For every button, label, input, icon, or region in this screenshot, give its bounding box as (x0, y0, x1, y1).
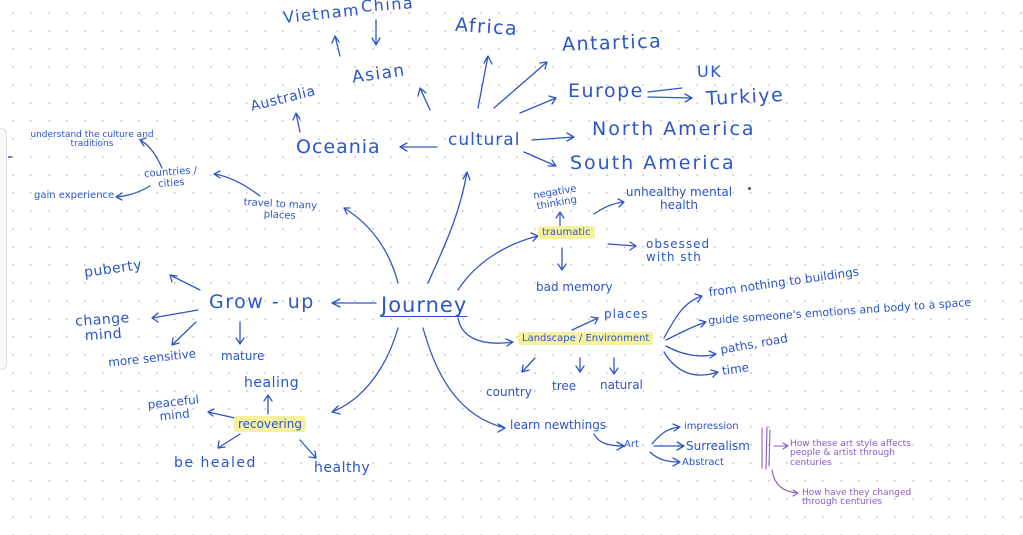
europe-node[interactable]: Europe (568, 80, 644, 102)
stray-dot (748, 187, 751, 190)
surrealism-node[interactable]: Surrealism (686, 439, 750, 453)
connector-cultural-africa (477, 55, 493, 109)
connector-grow-change-mind (151, 309, 199, 323)
connector-traumatic-obsessed (607, 241, 637, 251)
art-change-note[interactable]: How have they changed through centuries (802, 488, 912, 508)
recovering-node[interactable]: recovering (234, 416, 306, 432)
connector-landscape-country (521, 357, 536, 373)
recovering-highlight: recovering (234, 416, 306, 432)
grow-up-node[interactable]: Grow - up (209, 291, 315, 313)
landscape-node[interactable]: Landscape / Environment (518, 332, 654, 345)
healthy-node[interactable]: healthy (314, 460, 371, 476)
abstract-node[interactable]: Abstract (682, 457, 724, 468)
traumatic-highlight: traumatic (538, 226, 595, 239)
connector-grow-mature (235, 321, 245, 345)
healing-node[interactable]: healing (244, 375, 300, 391)
connector-traumatic-negative (555, 211, 565, 229)
landscape-highlight: Landscape / Environment (518, 332, 654, 345)
south-america-node[interactable]: South America (570, 152, 736, 174)
understand-node[interactable]: understand the culture and traditions (30, 130, 154, 150)
connector-art-abstract (649, 451, 681, 467)
connector-note-art-style (773, 442, 789, 450)
bad-memory-node[interactable]: bad memory (536, 280, 613, 294)
gain-experience-node[interactable]: gain experience (34, 190, 115, 201)
connector-countries-gain (115, 185, 151, 201)
connector-journey-landscape (457, 317, 514, 347)
obsessed-node[interactable]: obsessed with sth (646, 237, 711, 264)
connector-landscape-natural (609, 357, 619, 375)
connector-grow-puberty (169, 274, 201, 291)
connector-recover-healthy (299, 439, 317, 459)
be-healed-node[interactable]: be healed (174, 455, 257, 471)
oceania-node[interactable]: Oceania (296, 136, 381, 158)
country-node[interactable]: country (486, 385, 532, 399)
connector-landscape-tree (575, 357, 585, 373)
connector-landscape-places (571, 316, 599, 331)
connector-art-impression (651, 423, 681, 445)
unhealthy-mental-health-node[interactable]: unhealthy mental health (625, 185, 733, 212)
traumatic-node[interactable]: traumatic (538, 226, 595, 239)
connector-landscape-paths (665, 345, 717, 359)
journey-center-node[interactable]: Journey (381, 293, 468, 317)
connector-journey-recovering (331, 327, 399, 415)
change-mind-node[interactable]: change mind (74, 310, 131, 344)
connector-journey-traumatic (457, 232, 539, 291)
connector-cultural-antartica (493, 61, 548, 109)
connector-oceania-australia (292, 112, 301, 133)
connector-cultural-europe (519, 95, 557, 114)
connector-cultural-asia (417, 87, 431, 111)
connector-recover-peaceful (207, 408, 236, 419)
note-divider-lines (761, 426, 771, 470)
connector-note-changed (771, 469, 799, 497)
impression-node[interactable]: impression (684, 421, 739, 432)
mature-node[interactable]: mature (221, 349, 265, 363)
connector-travel-countries (213, 170, 261, 197)
connector-negative-unhealthy (593, 198, 625, 215)
connector-landscape-guide (665, 319, 707, 341)
connector-cultural-north-america (531, 132, 575, 142)
connector-asian-vietnam (331, 35, 341, 57)
connector-journey-cultural (427, 171, 471, 284)
connector-cultural-south-america (523, 151, 557, 167)
north-america-node[interactable]: North America (592, 118, 756, 140)
connector-recover-healed (217, 433, 241, 449)
connector-journey-learn (422, 327, 506, 433)
africa-node[interactable]: Africa (454, 13, 519, 41)
connector-europe-uk (647, 87, 693, 103)
connector-journey-grow-up (331, 298, 377, 308)
turkiye-node[interactable]: Turkiye (705, 83, 785, 111)
connector-grow-sensitive (171, 321, 197, 346)
natural-node[interactable]: natural (600, 378, 643, 392)
connector-traumatic-bad-memory (557, 247, 567, 271)
art-node[interactable]: Art (624, 439, 639, 450)
art-style-note[interactable]: How these art style affects people & art… (790, 439, 911, 468)
connector-journey-travel (343, 207, 399, 284)
connector-countries-understand (139, 137, 163, 169)
connector-landscape-time (663, 351, 719, 378)
connector-cultural-oceania (399, 142, 438, 152)
places-node[interactable]: places (604, 307, 649, 321)
side-panel-handle-icon[interactable] (8, 156, 12, 158)
connector-asian-china (371, 19, 381, 46)
cultural-node[interactable]: cultural (448, 130, 521, 150)
connector-learn-art (593, 433, 625, 451)
tree-node[interactable]: tree (552, 379, 577, 393)
connector-landscape-from-nothing (663, 293, 703, 339)
learn-newthings-node[interactable]: learn newthings (510, 418, 607, 432)
connector-art-surrealism (653, 441, 685, 451)
countries-node[interactable]: countries / cities (143, 165, 198, 190)
uk-node[interactable]: UK (697, 62, 723, 81)
connector-recover-healing (263, 394, 273, 415)
antartica-node[interactable]: Antartica (561, 30, 663, 56)
